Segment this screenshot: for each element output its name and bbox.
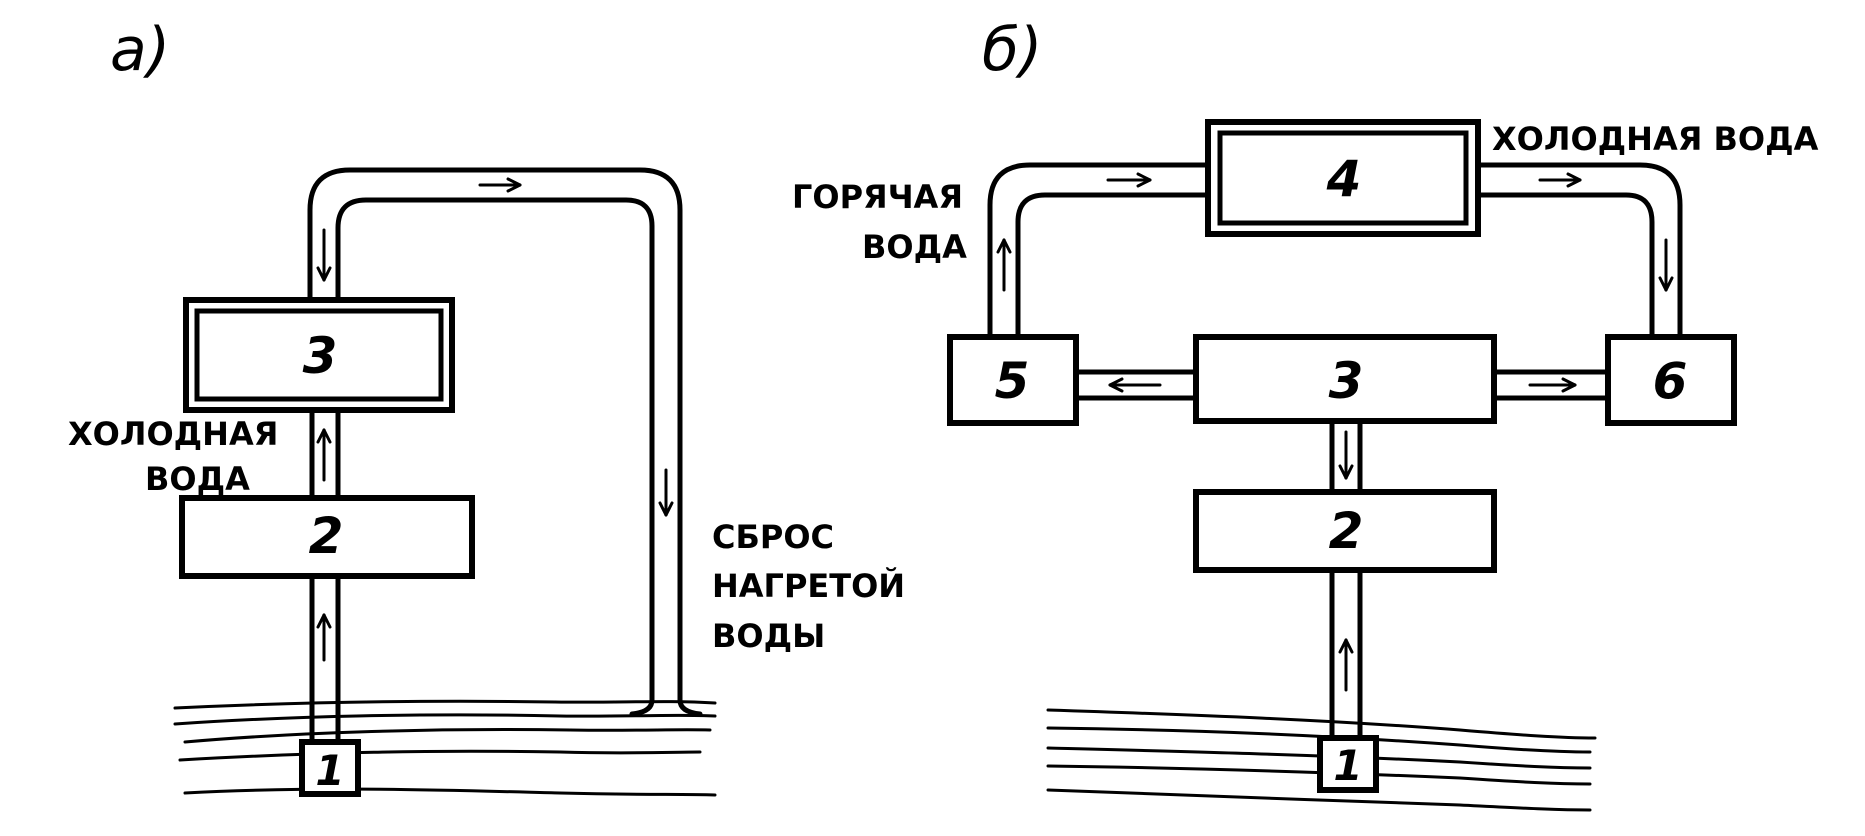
panel-b-box-2-label: 2 [1329,502,1364,560]
panel-b: б) [792,15,1819,812]
panel-a-discharge-line2: НАГРЕТОЙ [712,567,905,605]
panel-b-box-1-label: 1 [1333,741,1362,790]
panel-a-ground [173,699,717,797]
panel-b-box-5-label: 5 [995,352,1030,410]
panel-b-pipes [987,162,1683,745]
panel-b-flow-arrows [996,172,1674,692]
panel-a-cold-water-line1: ХОЛОДНАЯ [68,415,278,453]
panel-a-flow-arrows [316,177,674,662]
panel-b-box-4-label: 4 [1326,150,1362,208]
panel-a-box-1 [299,739,361,797]
panel-a-box-3-label: 3 [303,327,338,385]
panel-a: а) [68,15,905,797]
panel-a-label: а) [110,15,170,85]
panel-b-cold-water: ХОЛОДНАЯ ВОДА [1492,120,1819,158]
panel-b-hot-water-line1: ГОРЯЧАЯ [792,178,963,216]
panel-b-ground [1046,708,1597,812]
panel-a-box-3-inner [194,308,444,402]
panel-a-discharge-line1: СБРОС [712,518,834,556]
panel-a-discharge-line3: ВОДЫ [712,617,825,655]
panel-b-label: б) [982,15,1042,85]
panel-b-box-1 [1317,735,1379,793]
panel-b-box-3 [1193,334,1497,424]
panel-b-box-3-label: 3 [1329,352,1364,410]
panel-b-box-4-inner [1217,130,1469,226]
panel-a-cold-water-line2: ВОДА [145,460,250,498]
panel-a-box-2-label: 2 [309,507,344,565]
panel-b-hot-water-line2: ВОДА [862,228,967,266]
panel-a-box-1-label: 1 [315,746,344,795]
panel-a-pipes [307,167,703,751]
panel-a-box-2 [179,495,475,579]
panel-b-box-2 [1193,489,1497,573]
panel-b-box-6 [1605,334,1737,426]
panel-b-box-5 [947,334,1079,426]
panel-b-box-6-label: 6 [1653,352,1688,410]
